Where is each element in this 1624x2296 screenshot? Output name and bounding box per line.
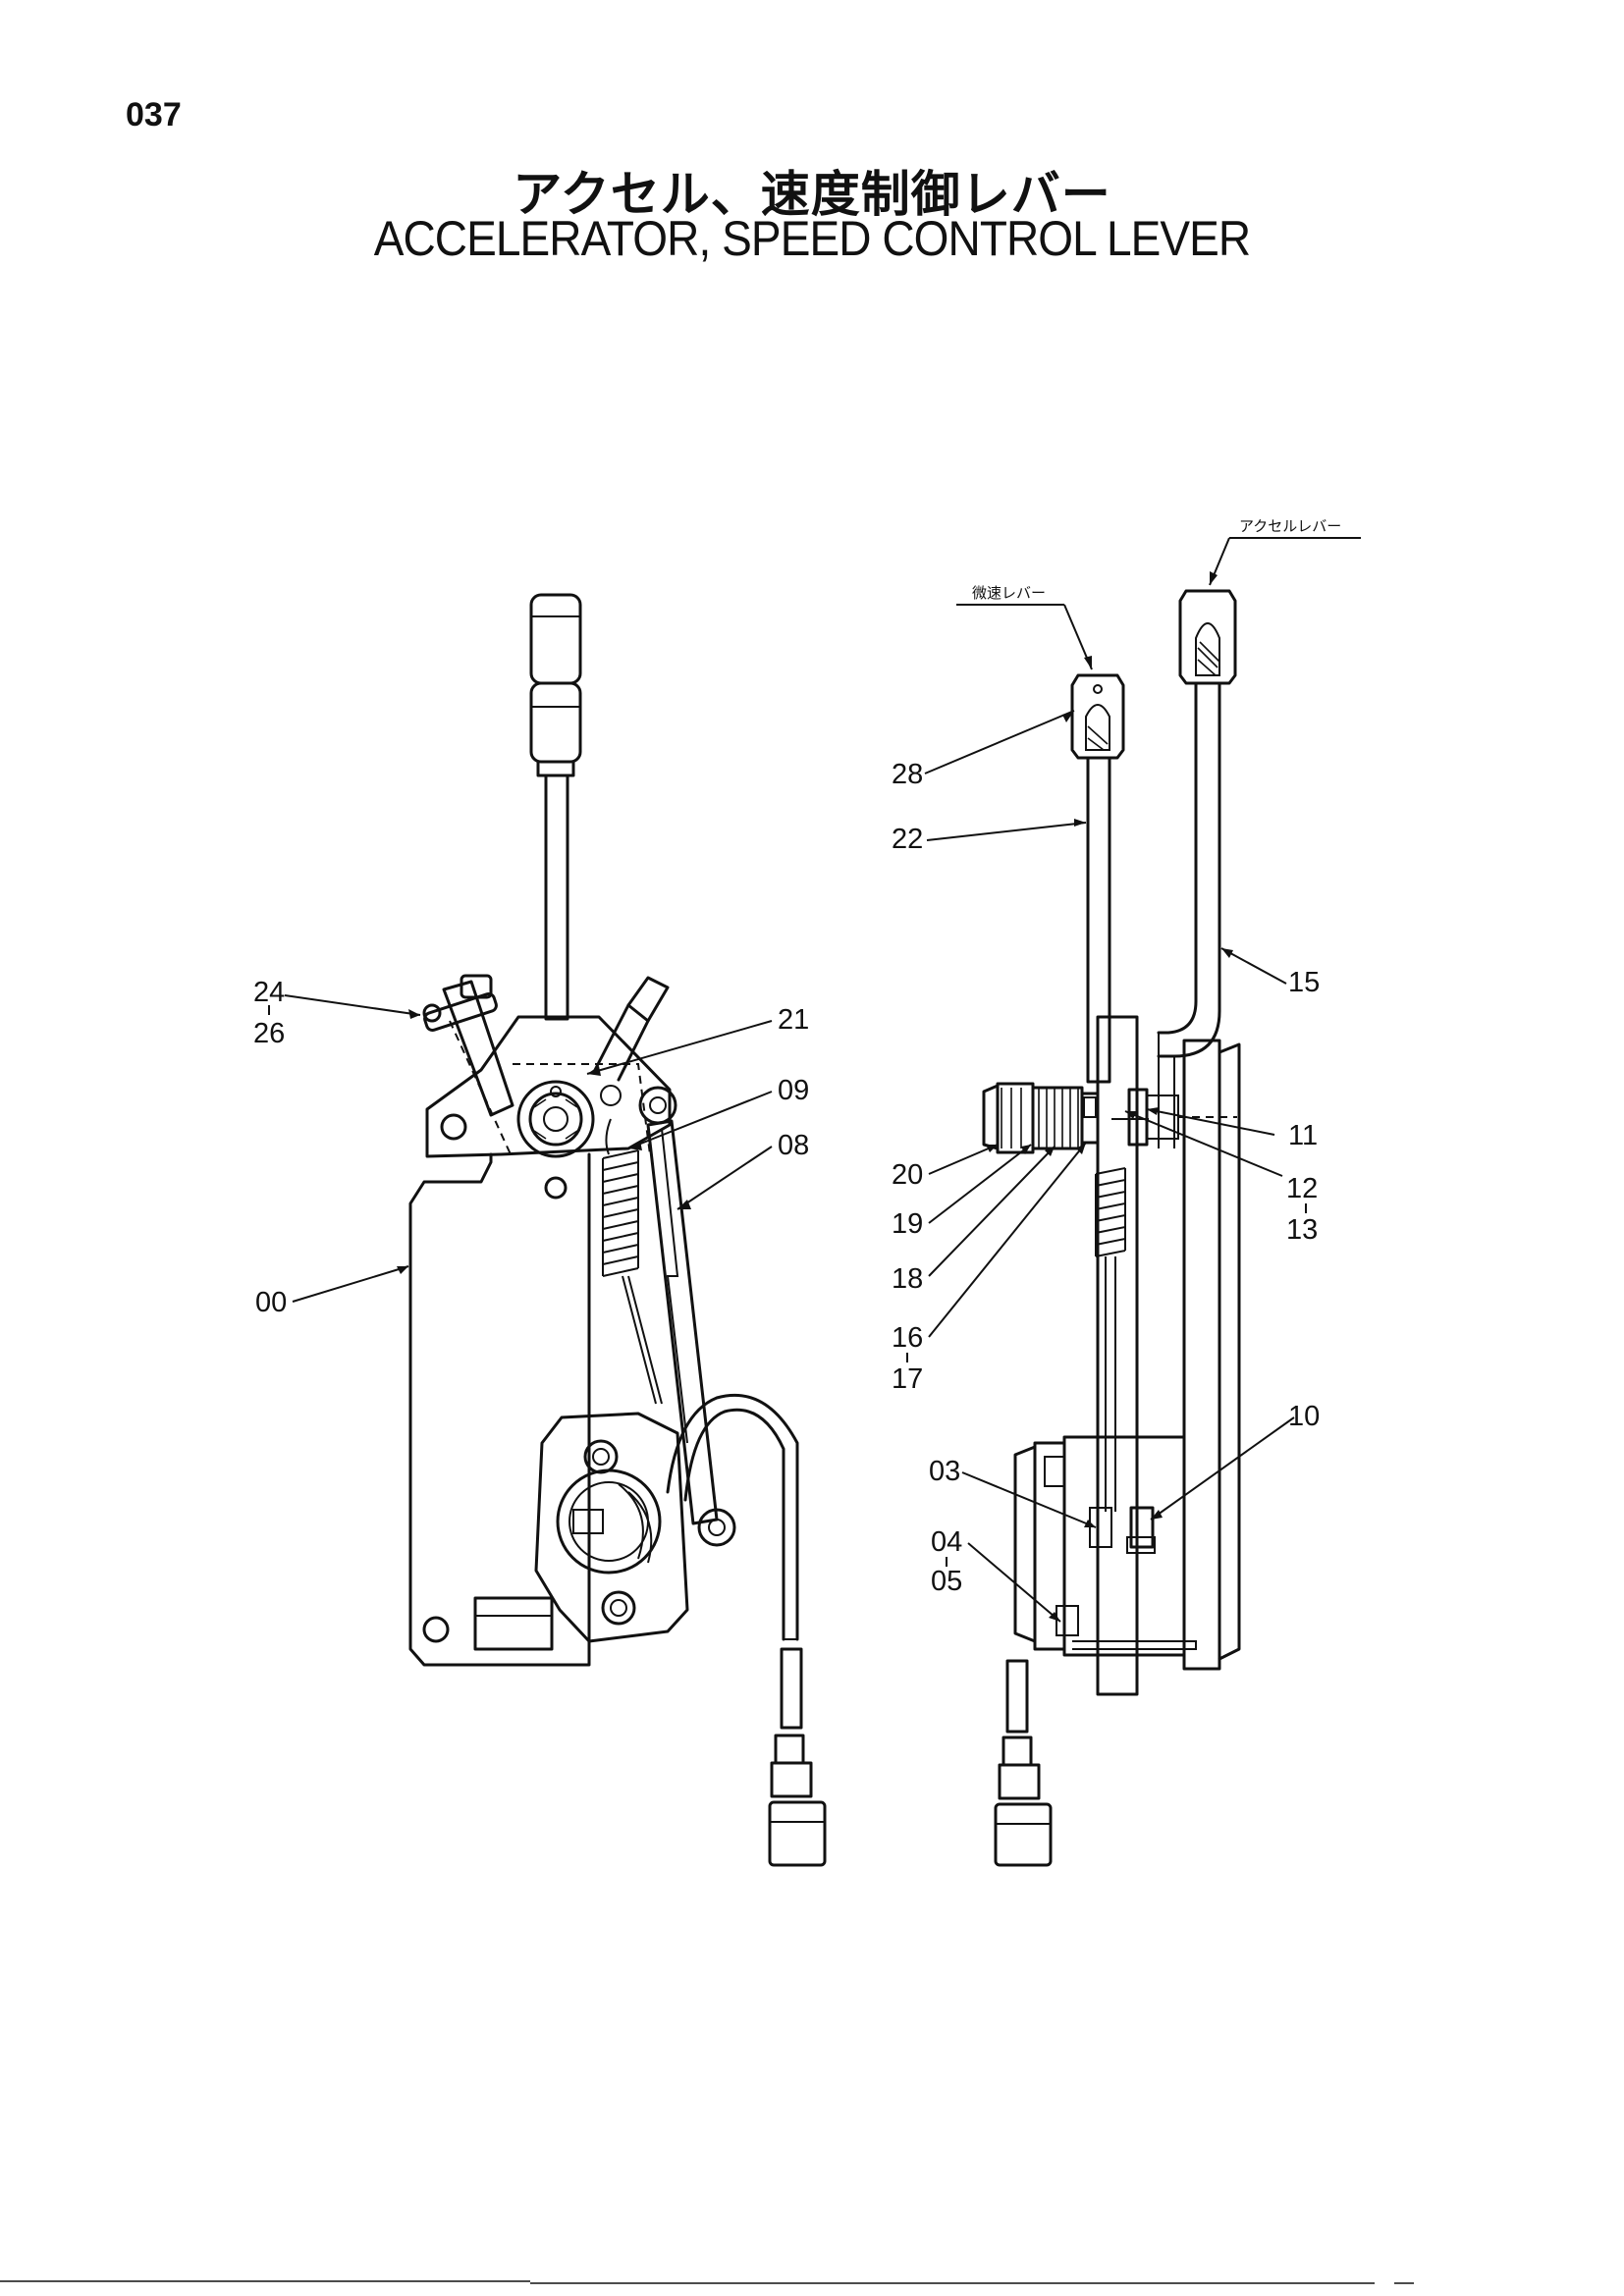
label-08: 08 [778, 1130, 809, 1161]
label-04: 04 [931, 1526, 962, 1558]
label-03: 03 [929, 1456, 960, 1487]
label-24: 24 [253, 977, 285, 1008]
bottom-rule [0, 2280, 1414, 2284]
title-japanese: アクセル、速度制御レバー [513, 166, 1111, 223]
leader-lines [284, 537, 1361, 1623]
label-11: 11 [1288, 1120, 1318, 1151]
fine-speed-knob-28 [1070, 673, 1125, 760]
left-cable [666, 1393, 799, 1641]
label-19: 19 [892, 1208, 923, 1240]
detent-21 [516, 1080, 622, 1158]
label-fine-speed-lever: 微速レバー [972, 584, 1046, 602]
pin-24-26 [422, 974, 498, 1032]
label-16: 16 [892, 1322, 923, 1354]
title-english: ACCELERATOR, SPEED CONTROL LEVER [373, 211, 1251, 266]
callout-labels: 24 26 21 09 08 00 アクセルレバー 微速レバー 28 22 15… [253, 517, 1341, 1597]
sensor-unit-03 [1013, 1435, 1197, 1657]
label-09: 09 [778, 1075, 809, 1106]
label-accel-lever: アクセルレバー [1239, 517, 1341, 535]
label-13: 13 [1286, 1214, 1318, 1246]
label-22: 22 [892, 824, 923, 855]
left-knob [529, 593, 582, 777]
rod-08 [646, 1119, 719, 1525]
left-sensor-housing [534, 1412, 736, 1643]
left-shaft [544, 774, 569, 1021]
label-26: 26 [253, 1018, 285, 1049]
base-plate-00 [408, 1152, 591, 1667]
label-00: 00 [255, 1287, 287, 1318]
label-10: 10 [1288, 1401, 1320, 1432]
shaft-stack [982, 1082, 1237, 1154]
accel-rod-15 [1157, 681, 1221, 1058]
label-05: 05 [931, 1566, 962, 1597]
label-20: 20 [892, 1159, 923, 1191]
right-assembly-view [982, 589, 1241, 1867]
label-28: 28 [892, 759, 923, 790]
accel-lever-knob [1178, 589, 1237, 685]
label-17: 17 [892, 1363, 923, 1395]
upper-bracket [425, 1015, 672, 1158]
label-12: 12 [1286, 1173, 1318, 1204]
left-assembly-view [408, 593, 827, 1867]
page-number: 037 [126, 96, 182, 133]
left-spring [602, 1118, 663, 1405]
right-spring [1095, 1167, 1126, 1512]
label-15: 15 [1288, 967, 1320, 998]
label-21: 21 [778, 1004, 809, 1036]
label-18: 18 [892, 1263, 923, 1295]
